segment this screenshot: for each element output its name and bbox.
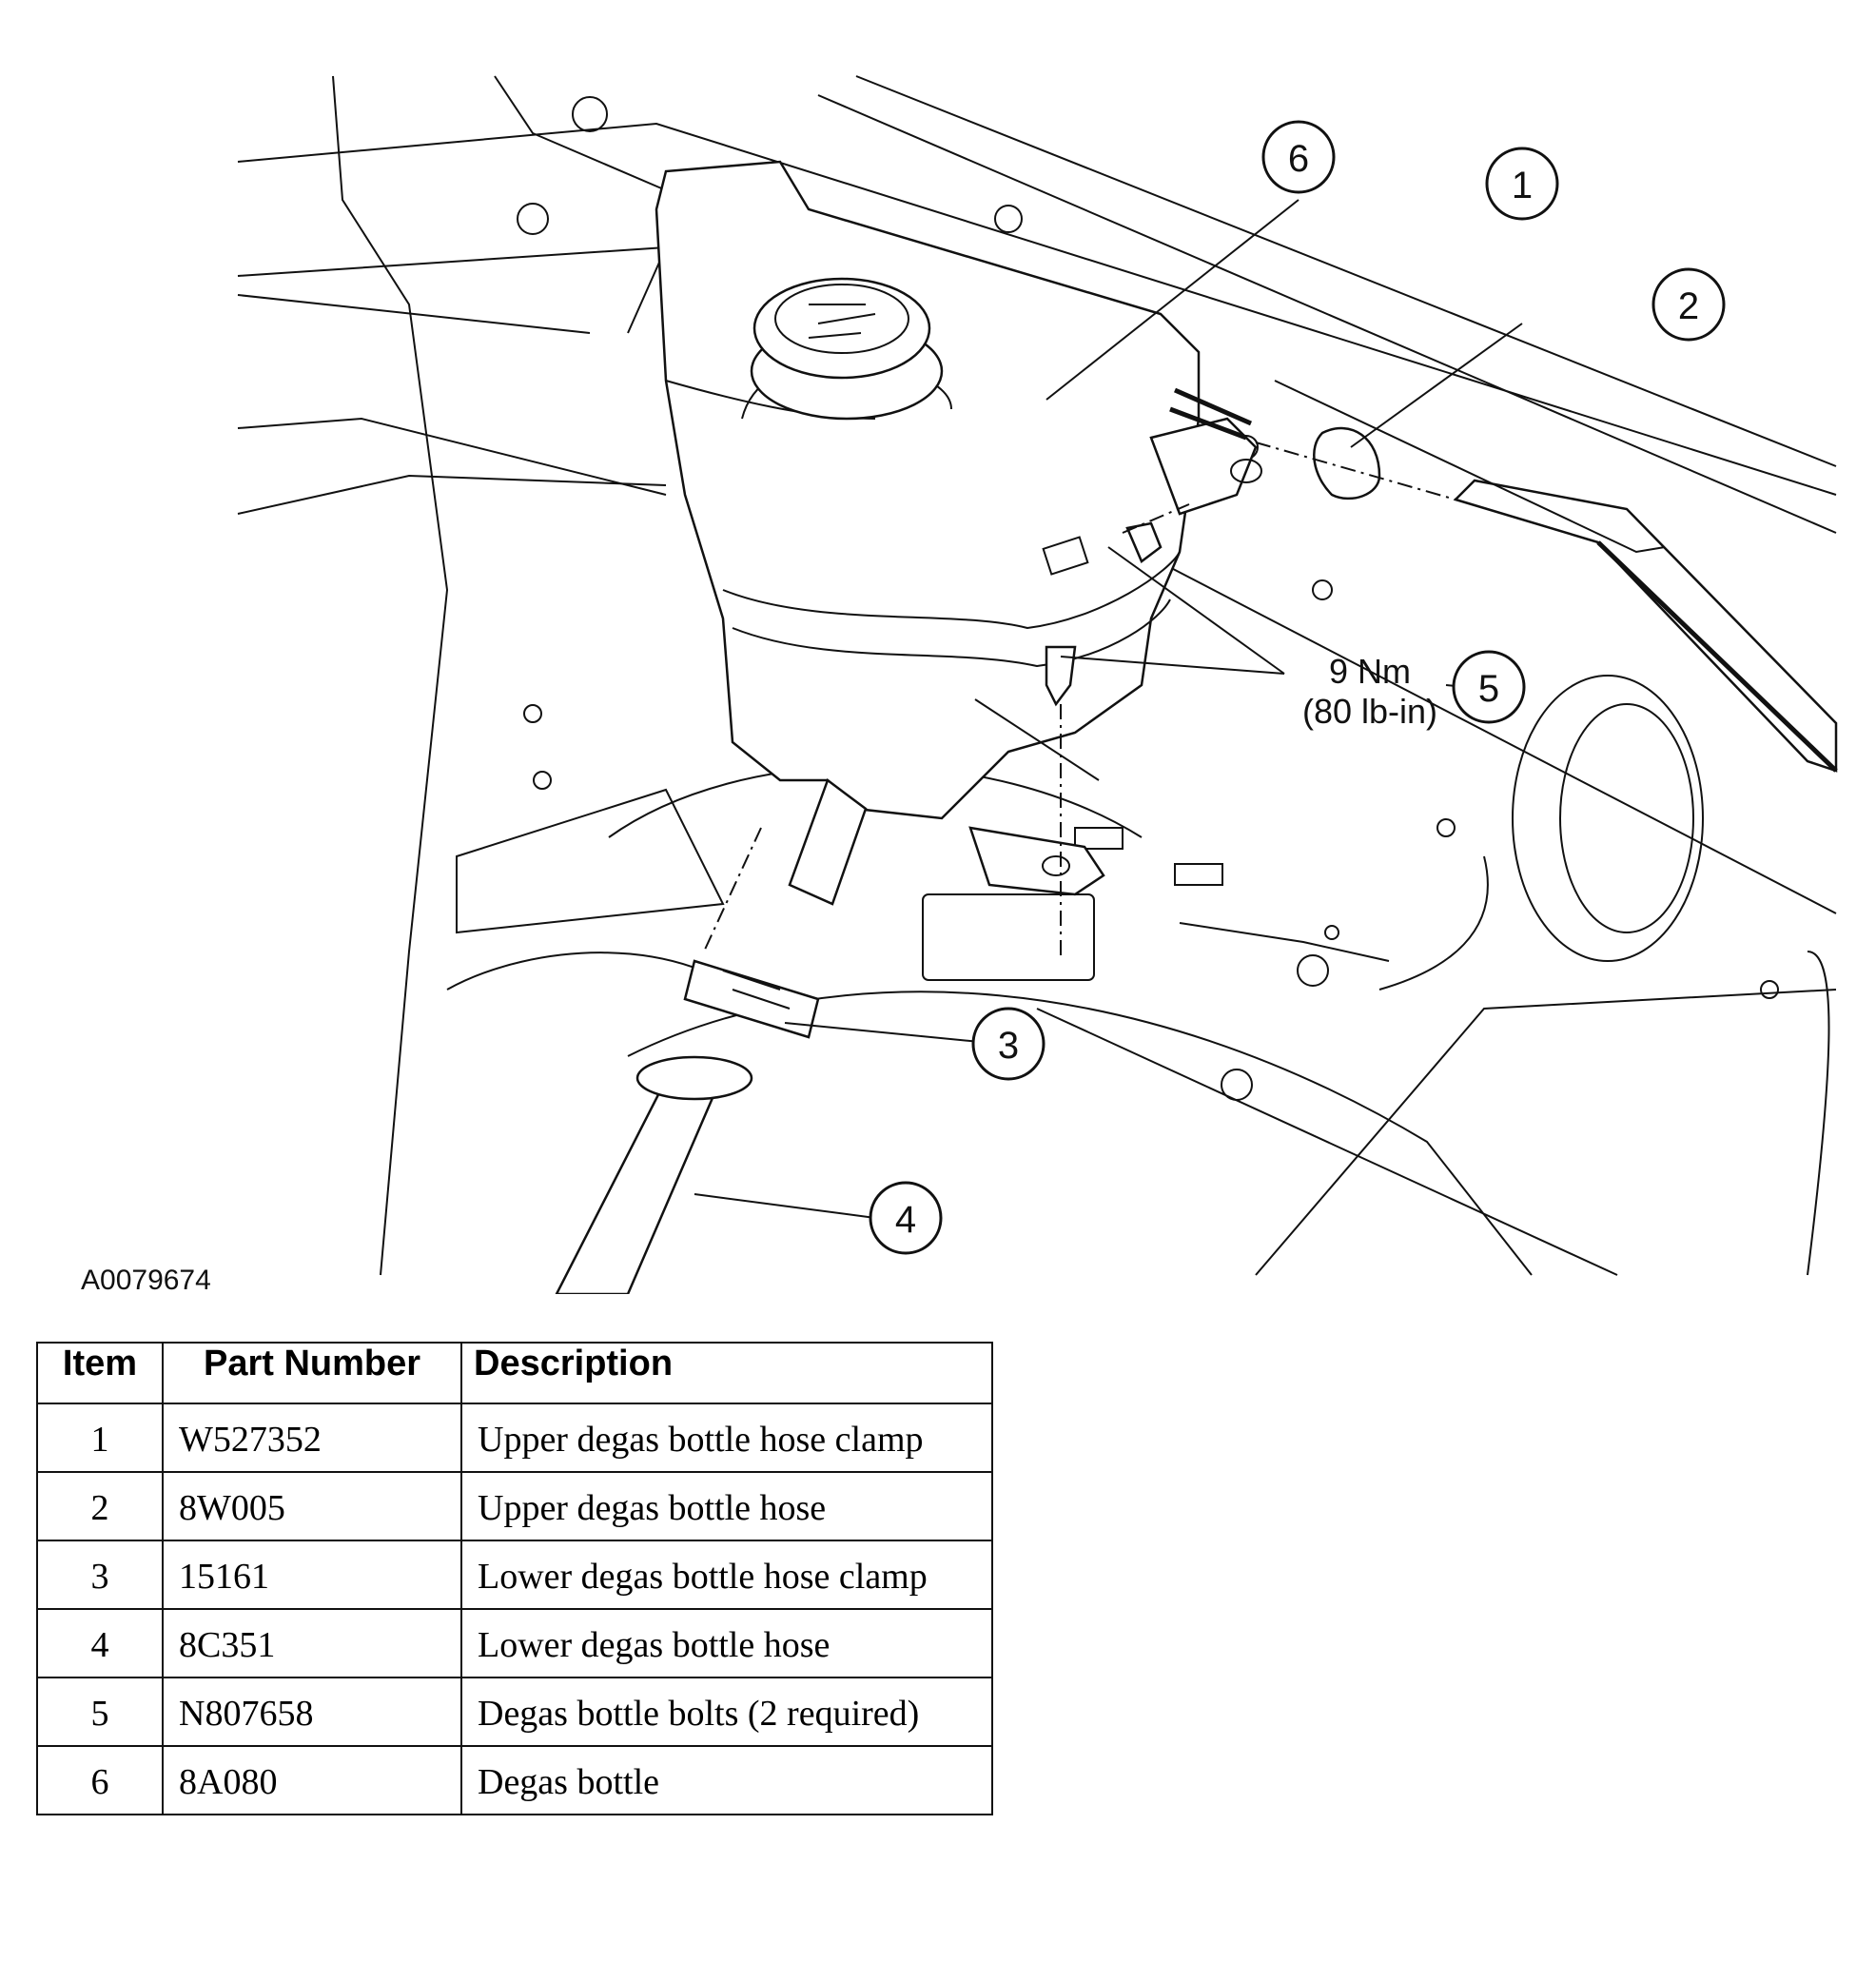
hoses [555, 387, 1838, 1294]
parts-table: Item Part Number Description 1 W527352 U… [36, 1342, 993, 1815]
cell-description: Upper degas bottle hose clamp [460, 1403, 993, 1473]
callouts: 6 1 2 5 3 4 [869, 120, 1726, 1255]
degas-bottle [655, 160, 1262, 906]
callout-circle-2 [1651, 267, 1726, 342]
callout-circle-3 [971, 1007, 1045, 1081]
cell-description: Lower degas bottle hose [460, 1608, 993, 1678]
cell-item: 5 [36, 1677, 164, 1747]
callout-circle-6 [1261, 120, 1336, 194]
table-row: 3 15161 Lower degas bottle hose clamp [36, 1540, 993, 1610]
table-row: 1 W527352 Upper degas bottle hose clamp [36, 1403, 993, 1473]
cell-description: Upper degas bottle hose [460, 1471, 993, 1541]
header-description: Description [460, 1342, 993, 1404]
cell-part-number: 15161 [162, 1540, 462, 1610]
cell-part-number: 8C351 [162, 1608, 462, 1678]
torque-spec: 9 Nm (80 lb-in) [1302, 652, 1437, 731]
table-row: 2 8W005 Upper degas bottle hose [36, 1471, 993, 1541]
cell-part-number: W527352 [162, 1403, 462, 1473]
cell-part-number: 8W005 [162, 1471, 462, 1541]
table-header-row: Item Part Number Description [36, 1342, 993, 1404]
torque-nm: 9 Nm [1329, 652, 1411, 691]
header-part-number: Part Number [162, 1342, 462, 1404]
assembly-centerlines [703, 441, 1456, 961]
table-row: 5 N807658 Degas bottle bolts (2 required… [36, 1677, 993, 1747]
cell-description: Degas bottle bolts (2 required) [460, 1677, 993, 1747]
callout-label-1: 1 [1512, 165, 1533, 206]
torque-lb-in: (80 lb-in) [1302, 692, 1437, 731]
callout-label-6: 6 [1288, 138, 1309, 180]
callout-circle-5 [1452, 650, 1526, 724]
figure-id: A0079674 [81, 1265, 211, 1294]
callout-label-5: 5 [1478, 668, 1499, 710]
cell-item: 2 [36, 1471, 164, 1541]
callout-circle-1 [1485, 147, 1559, 221]
callout-label-4: 4 [895, 1199, 916, 1241]
callout-circle-4 [869, 1181, 943, 1255]
callout-label-2: 2 [1678, 285, 1699, 327]
cell-part-number: N807658 [162, 1677, 462, 1747]
table-row: 6 8A080 Degas bottle [36, 1745, 993, 1815]
cell-part-number: 8A080 [162, 1745, 462, 1815]
cell-item: 1 [36, 1403, 164, 1473]
callout-leaders [694, 199, 1666, 1219]
callout-label-3: 3 [998, 1025, 1019, 1067]
header-item: Item [36, 1342, 164, 1404]
cell-item: 3 [36, 1540, 164, 1610]
cell-description: Lower degas bottle hose clamp [460, 1540, 993, 1610]
cell-description: Degas bottle [460, 1745, 993, 1815]
degas-bottle-diagram: 6 1 2 5 3 4 9 Nm (80 lb-in) A0079674 [81, 75, 1838, 1294]
cell-item: 4 [36, 1608, 164, 1678]
table-row: 4 8C351 Lower degas bottle hose [36, 1608, 993, 1678]
cell-item: 6 [36, 1745, 164, 1815]
